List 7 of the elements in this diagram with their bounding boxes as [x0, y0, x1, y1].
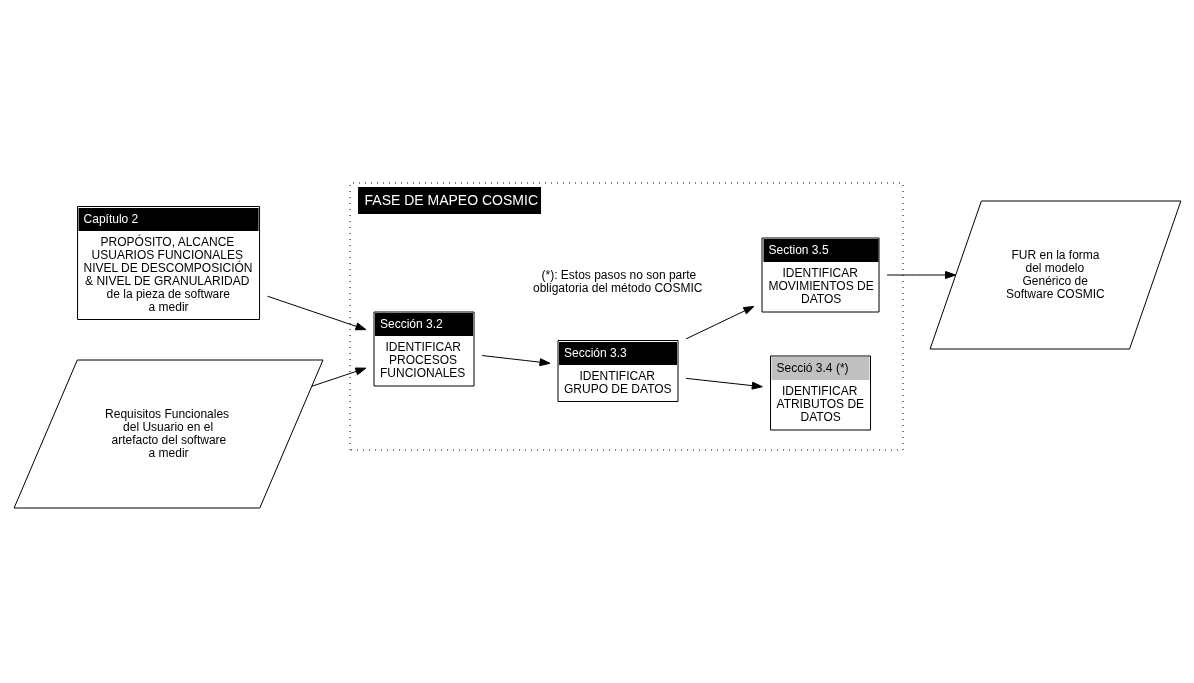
arrow — [685, 377, 763, 390]
arrow — [886, 271, 956, 279]
arrow — [685, 305, 754, 340]
label: (*): Estos pasos no son parte obligatoria del método COSMIC — [532, 267, 702, 295]
arrow — [310, 367, 366, 387]
arrow — [266, 295, 366, 331]
arrow — [481, 355, 550, 367]
